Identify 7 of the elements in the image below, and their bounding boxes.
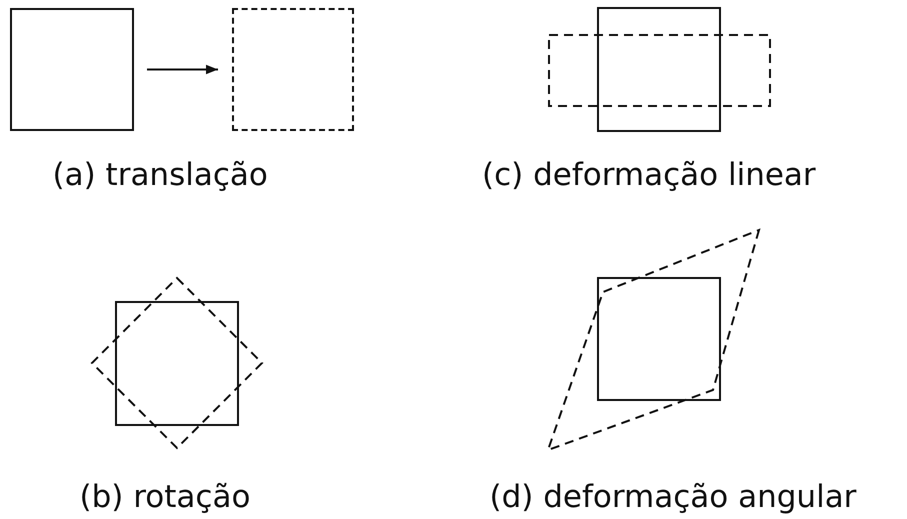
figure-caption: (d) deformação angular bbox=[490, 479, 856, 515]
figure-caption: (b) rotação bbox=[80, 479, 250, 515]
figure-caption: (c) deformação linear bbox=[482, 157, 816, 193]
figure-caption: (a) translação bbox=[52, 157, 268, 193]
arrow bbox=[147, 64, 218, 74]
square bbox=[10, 8, 134, 131]
dashed-square bbox=[232, 8, 354, 131]
